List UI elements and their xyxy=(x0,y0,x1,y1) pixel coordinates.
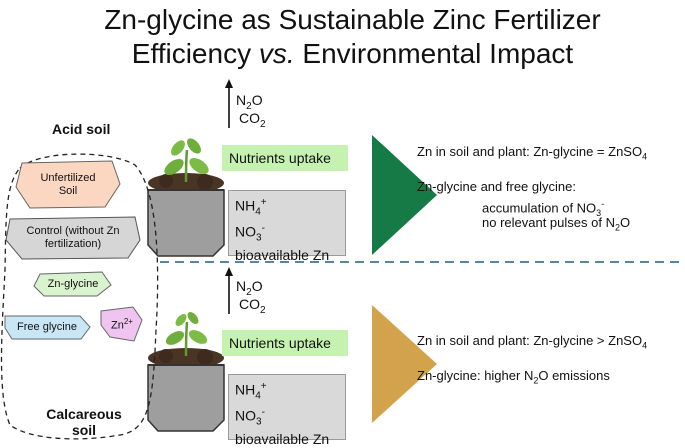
calc-result-2: Zn-glycine: higher N2O emissions xyxy=(417,367,610,390)
control-label: Control (without Zn fertilization) xyxy=(8,225,138,251)
zn2-sup: 2+ xyxy=(123,317,133,326)
unfertilized-shape xyxy=(15,160,121,209)
zn2-shape xyxy=(100,306,143,342)
title-line-2: Efficiency vs. Environmental Impact xyxy=(10,37,685,70)
calc-result-2-tail: O emissions xyxy=(538,368,610,383)
acid-soil-label: Acid soil xyxy=(52,121,111,137)
unfertilized-label-line-2: Soil xyxy=(58,185,78,197)
acid-result-4-sub: 2 xyxy=(614,222,620,233)
title-line-2-a: Efficiency xyxy=(131,38,259,69)
acid-result-3-sub: 3 xyxy=(596,207,602,218)
treatment-group-outline xyxy=(0,153,159,440)
zn-glycine-shape xyxy=(33,271,112,297)
calc-n2o-n: N xyxy=(236,278,247,294)
acid-result-4: no relevant pulses of N2O xyxy=(482,214,630,237)
acid-co2-co: CO xyxy=(239,110,260,126)
acid-no3-text: NO xyxy=(235,224,256,241)
acid-nutrients-uptake: Nutrients uptake xyxy=(222,145,348,171)
calc-result-1-text: Zn in soil and plant: Zn-glycine > ZnSO xyxy=(417,333,643,348)
calc-soil-label: Calcareous soil xyxy=(44,406,124,438)
title-vs: vs. xyxy=(258,38,295,69)
acid-result-arrow xyxy=(372,135,437,255)
acid-no3-sub: 3 xyxy=(256,232,262,244)
calc-nutrients-uptake: Nutrients uptake xyxy=(222,330,348,356)
acid-nutrient-box: NH4+ NO3- bioavailable Zn xyxy=(228,190,346,263)
acid-no3: NO3- xyxy=(235,220,339,246)
zn-glycine-label: Zn-glycine xyxy=(47,278,99,290)
calc-result-2-text: Zn-glycine: higher N xyxy=(417,368,534,383)
zn2-text: Zn xyxy=(111,319,124,332)
calc-n2o: N2O xyxy=(236,278,263,301)
acid-co2-sub: 2 xyxy=(260,118,266,130)
calc-nh4-sub: 4 xyxy=(255,390,261,402)
free-glycine-label: Free glycine xyxy=(17,321,77,333)
acid-result-1: Zn in soil and plant: Zn-glycine = ZnSO4 xyxy=(417,143,647,166)
calc-no3: NO3- xyxy=(235,404,339,430)
calc-pot-plant xyxy=(147,312,225,432)
control-shape xyxy=(5,216,141,260)
calc-n2o-sub: 2 xyxy=(246,286,252,298)
calc-co2-sub: 2 xyxy=(260,304,266,316)
acid-emission-arrow xyxy=(225,79,233,128)
acid-result-3-sup: - xyxy=(601,199,605,209)
unfertilized-label-line-1: Unfertilized xyxy=(40,172,96,184)
calc-result-arrow xyxy=(372,305,437,423)
control-label-line-1: Control (without Zn xyxy=(26,225,120,237)
calc-co2-co: CO xyxy=(239,296,260,312)
calc-zn: bioavailable Zn xyxy=(235,430,330,447)
calc-nh4-text: NH xyxy=(235,381,256,398)
control-label-line-2: fertilization) xyxy=(44,238,102,250)
title-line-2-b: Environmental Impact xyxy=(294,38,574,69)
acid-n2o-n: N xyxy=(236,92,247,108)
calc-soil-label-line-2: soil xyxy=(71,422,97,438)
acid-result-4-text: no relevant pulses of N xyxy=(482,215,615,230)
calc-nh4-sup: + xyxy=(260,381,267,392)
acid-nh4-sub: 4 xyxy=(255,206,261,218)
calc-n2o-o: O xyxy=(251,278,263,294)
title-line-1: Zn-glycine as Sustainable Zinc Fertilize… xyxy=(104,4,601,35)
calc-result-1-sub: 4 xyxy=(642,340,648,351)
acid-result-2: Zn-glycine and free glycine: xyxy=(417,179,576,194)
acid-pot-plant xyxy=(147,138,225,257)
calc-no3-sup: - xyxy=(261,407,265,419)
acid-nh4-sup: + xyxy=(260,197,267,208)
calc-nutrient-box: NH4+ NO3- bioavailable Zn xyxy=(228,374,346,447)
acid-result-3-text: accumulation of NO xyxy=(482,200,597,216)
acid-nh4-text: NH xyxy=(235,197,256,214)
calc-result-1: Zn in soil and plant: Zn-glycine > ZnSO4 xyxy=(417,332,647,355)
calc-soil-label-line-1: Calcareous xyxy=(46,406,122,422)
acid-co2: CO2 xyxy=(239,110,266,133)
acid-n2o-sub: 2 xyxy=(246,100,252,112)
acid-result-1-sub: 4 xyxy=(642,151,648,162)
acid-result-1-text: Zn in soil and plant: Zn-glycine = ZnSO xyxy=(417,144,643,159)
acid-result-3: accumulation of NO3- xyxy=(482,196,604,222)
unfertilized-label: Unfertilized Soil xyxy=(18,172,118,198)
calc-emission-arrow xyxy=(225,267,233,314)
acid-zn: bioavailable Zn xyxy=(235,246,330,263)
acid-n2o-o: O xyxy=(251,92,263,108)
calc-result-2-sub: 2 xyxy=(533,375,539,386)
zn2-label: Zn2+ xyxy=(103,315,141,333)
calc-co2: CO2 xyxy=(239,296,266,319)
acid-n2o: N2O xyxy=(236,92,263,115)
calc-nh4: NH4+ xyxy=(235,378,339,404)
acid-nh4: NH4+ xyxy=(235,194,339,220)
calc-no3-sub: 3 xyxy=(256,416,262,428)
acid-no3-sup: - xyxy=(261,223,265,235)
calc-no3-text: NO xyxy=(235,408,256,425)
free-glycine-shape xyxy=(4,315,91,340)
acid-result-4-tail: O xyxy=(619,215,631,230)
